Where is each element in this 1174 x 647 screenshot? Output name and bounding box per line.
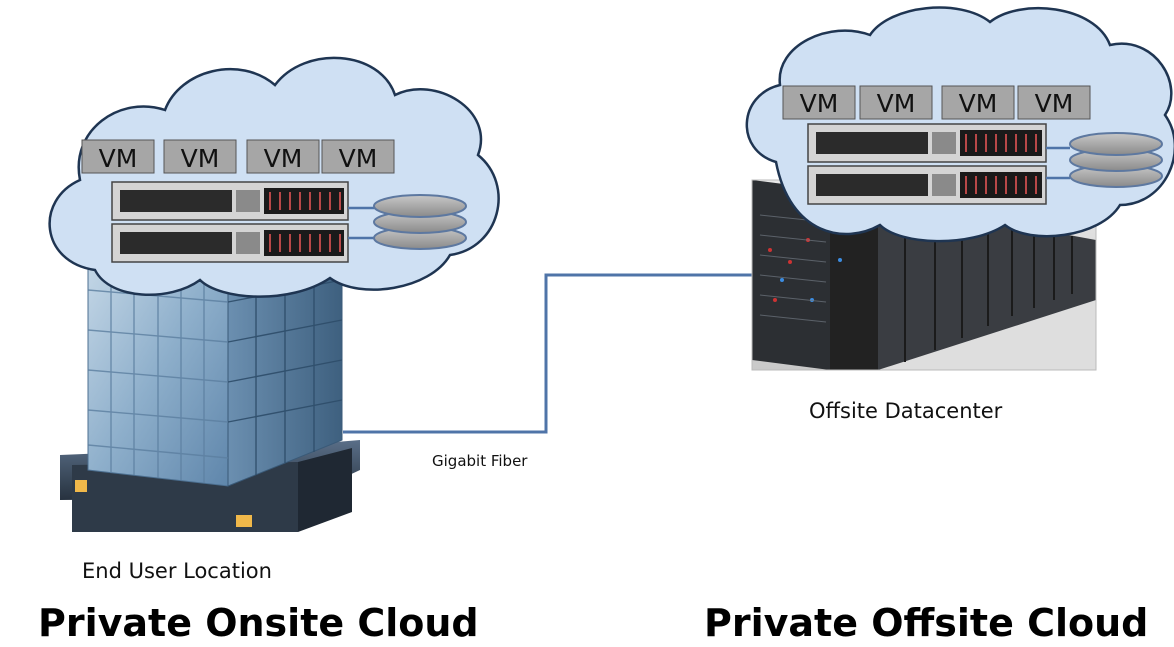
onsite-vm-group: VM VM VM VM bbox=[81, 139, 395, 174]
onsite-vm-label: VM bbox=[99, 144, 138, 173]
offsite-location-label: Offsite Datacenter bbox=[809, 399, 1003, 423]
offsite-vm-label: VM bbox=[1035, 89, 1074, 118]
onsite-storage-icon bbox=[348, 194, 467, 250]
offsite-vm-label: VM bbox=[800, 89, 839, 118]
offsite-server-rack-icon bbox=[807, 123, 1047, 205]
offsite-cloud-title: Private Offsite Cloud bbox=[704, 601, 1148, 645]
onsite-building-icon bbox=[60, 239, 360, 532]
offsite-vm-label: VM bbox=[877, 89, 916, 118]
onsite-vm-label: VM bbox=[264, 144, 303, 173]
onsite-server-rack-icon bbox=[111, 181, 349, 263]
link-label: Gigabit Fiber bbox=[432, 452, 528, 470]
offsite-vm-label: VM bbox=[959, 89, 998, 118]
onsite-vm-label: VM bbox=[181, 144, 220, 173]
onsite-vm-label: VM bbox=[339, 144, 378, 173]
offsite-vm-group: VM VM VM VM bbox=[782, 85, 1091, 120]
onsite-location-label: End User Location bbox=[82, 559, 272, 583]
onsite-cloud-title: Private Onsite Cloud bbox=[38, 601, 479, 645]
offsite-storage-icon bbox=[1046, 132, 1163, 188]
gigabit-fiber-link bbox=[343, 273, 752, 434]
